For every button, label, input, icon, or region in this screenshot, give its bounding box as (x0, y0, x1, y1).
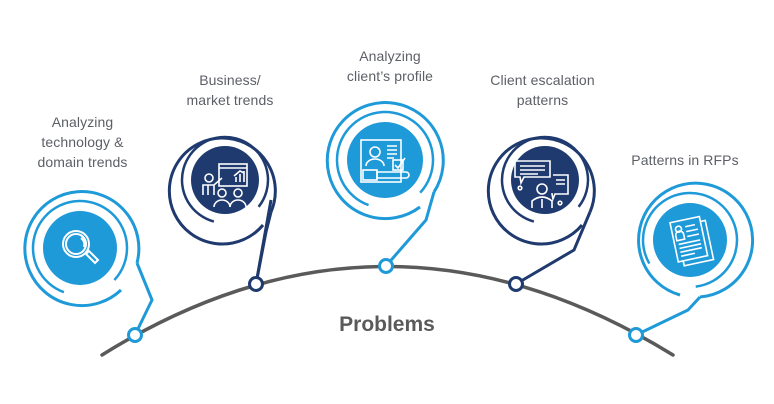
pin-business-market-trends (167, 135, 277, 292)
label-line: Business/ (199, 72, 261, 88)
label-line: domain trends (37, 154, 128, 170)
pin-client-profile (325, 101, 445, 274)
pin-node (628, 327, 644, 343)
label-line: market trends (186, 92, 274, 108)
pin-node (378, 258, 394, 274)
label-business-market-trends: Business/ market trends (170, 70, 290, 110)
documents-icon (669, 215, 715, 267)
pin-inner-ring (31, 199, 129, 297)
pin-node (508, 276, 524, 292)
pin-tail-link (254, 211, 273, 285)
pin-tail (384, 191, 436, 267)
pin-node (127, 327, 143, 343)
label-line: Client escalation (490, 72, 595, 88)
pin-inner-ring (180, 135, 270, 225)
label-line: Analyzing (359, 48, 421, 64)
pin-outer-ring (167, 136, 277, 246)
profile-form-icon (360, 139, 410, 183)
pin-inner-ring (335, 110, 435, 210)
label-line: Patterns in RFPs (631, 152, 739, 168)
label-line: technology & (41, 134, 124, 150)
label-client-escalation-patterns: Client escalation patterns (470, 70, 615, 110)
pin-node (248, 276, 264, 292)
label-line: Analyzing (51, 114, 114, 130)
center-label: Problems (339, 313, 435, 336)
pin-disc (347, 122, 423, 198)
pin-disc (43, 211, 117, 285)
pin-disc (191, 146, 259, 214)
pin-inner-ring (500, 135, 590, 225)
pin-outer-ring (23, 190, 141, 308)
pin-outer-ring (325, 101, 445, 221)
chat-person-icon (514, 160, 569, 208)
pin-outer-ring (637, 181, 755, 299)
label-patterns-in-rfps: Patterns in RFPs (615, 150, 755, 170)
label-client-profile: Analyzing client’s profile (325, 46, 455, 86)
pin-tail (133, 262, 154, 336)
label-technology-domain-trends: Analyzing technology & domain trends (20, 112, 145, 172)
problems-arc (100, 264, 675, 357)
pin-patterns-in-rfps (628, 181, 755, 343)
label-line: patterns (516, 92, 569, 108)
magnifier-icon (62, 230, 100, 265)
presentation-icon (202, 163, 248, 208)
pin-disc (511, 146, 579, 214)
pin-technology-domain-trends (23, 190, 154, 343)
label-line: client’s profile (346, 68, 434, 84)
pin-client-escalation-patterns (486, 135, 596, 292)
pin-inner-ring (641, 191, 739, 289)
pin-outer-ring (486, 136, 596, 246)
pin-tail (635, 295, 702, 337)
pin-tail (515, 211, 592, 286)
